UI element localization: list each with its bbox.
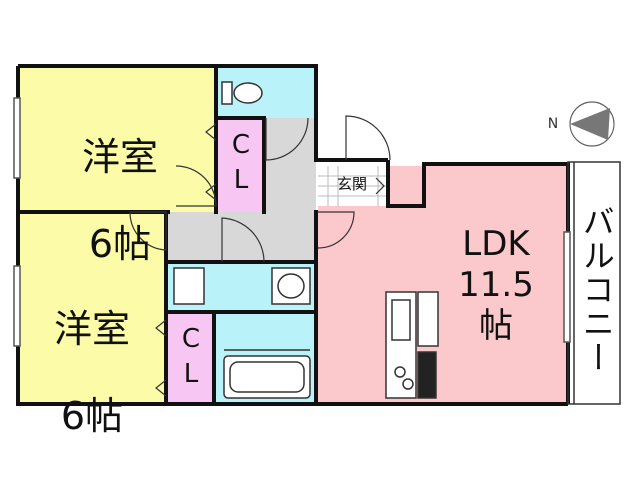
hallway-fill-2	[168, 212, 316, 262]
entrance-label: 玄関	[336, 175, 367, 193]
entrance-arrow	[375, 177, 385, 195]
western-room-2-name: 洋室	[53, 306, 130, 351]
kitchen-counter	[385, 291, 439, 399]
balcony-fill	[568, 162, 620, 404]
closet-door-marks	[155, 123, 217, 397]
western-room-2-size: 6帖	[60, 394, 124, 439]
western-room-1-name: 洋室	[81, 134, 158, 179]
western-room-1-fill	[20, 68, 216, 212]
entrance-tiles	[318, 166, 388, 206]
western-room-2-label: 洋室 6帖	[32, 264, 152, 482]
closet-2-fill	[168, 314, 214, 402]
closet-1-label: C L	[231, 130, 251, 196]
balcony-label: バルコニー	[577, 205, 616, 375]
compass-icon	[569, 101, 615, 147]
western-room-2-fill	[20, 212, 166, 402]
wash-fixtures	[173, 267, 311, 305]
bathtub	[223, 349, 311, 399]
western-room-1-size: 6帖	[88, 222, 152, 267]
closet-2-label: C L	[181, 324, 201, 390]
door-swings	[129, 115, 391, 263]
toilet	[221, 81, 263, 105]
ldk-label: LDK 11.5 帖	[458, 224, 534, 346]
western-room-1-label: 洋室 6帖	[60, 92, 180, 310]
windows	[13, 97, 571, 347]
closet-1-fill	[218, 118, 264, 212]
compass-north-label: N	[547, 116, 559, 132]
